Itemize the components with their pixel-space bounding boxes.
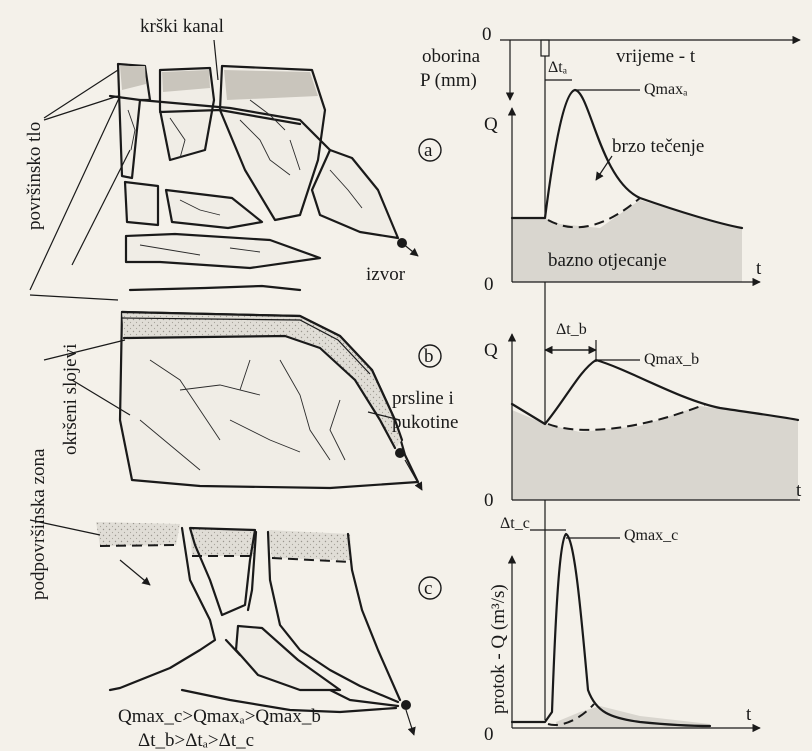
panel-c-zero: 0 [484,724,494,745]
panel-c: c protok - Q (m³/s) 0 t Δt_c Qmax_c [419,515,760,745]
brzo-tecenje-label: brzo tečenje [612,136,704,157]
karst-block-c [96,522,414,735]
panel-a-t: t [756,258,762,279]
okrseni-slojevi-label: okršeni slojevi [60,344,81,455]
panel-b-t: t [796,480,802,501]
panel-c-marker: c [424,578,432,599]
panel-a-zero: 0 [484,274,494,295]
panel-a-dt: Δtₐ [548,59,568,76]
panel-b-marker: b [424,346,434,367]
bazno-otjecanje-label: bazno otjecanje [548,250,667,271]
relation-qmax: Qmax_c>Qmaxₐ>Qmax_b [118,706,321,727]
panel-c-dt: Δt_c [500,515,530,532]
pukotine-label: pukotine [392,412,459,433]
panel-a-marker: a [424,140,433,161]
karst-block-a [110,64,418,290]
izvor-label: izvor [366,264,406,285]
zero-top: 0 [482,24,492,45]
panel-c-t: t [746,704,752,725]
panel-b-q: Q [484,340,498,361]
panel-b: b Q 0 t Δt_b Qmax_b [419,321,802,511]
relation-dt: Δt_b>Δtₐ>Δt_c [138,730,254,751]
oborina-label: oborina [422,46,481,67]
krski-kanal-label: krški kanal [140,16,224,37]
panel-a-qmax: Qmaxₐ [644,81,688,98]
podpovrsinska-zona-label: podpovršinska zona [28,448,49,600]
povrsinsko-tlo-label: površinsko tlo [24,122,45,230]
prsline-label: prsline i [392,388,454,409]
panel-a-q: Q [484,114,498,135]
panel-b-qmax: Qmax_b [644,351,699,368]
panel-c-qmax: Qmax_c [624,527,678,544]
karst-block-b [120,312,422,490]
panel-a: a Q 0 t Δtₐ Qmaxₐ brzo tečenje bazno otj… [419,59,762,295]
panel-b-dt: Δt_b [556,321,587,338]
protok-label: protok - Q (m³/s) [488,584,509,714]
p-mm-label: P (mm) [420,70,477,91]
hydrograph-area: 0 oborina P (mm) vrijeme - t a Q 0 t Δtₐ… [419,24,802,745]
panel-b-zero: 0 [484,490,494,511]
vrijeme-label: vrijeme - t [616,46,696,67]
